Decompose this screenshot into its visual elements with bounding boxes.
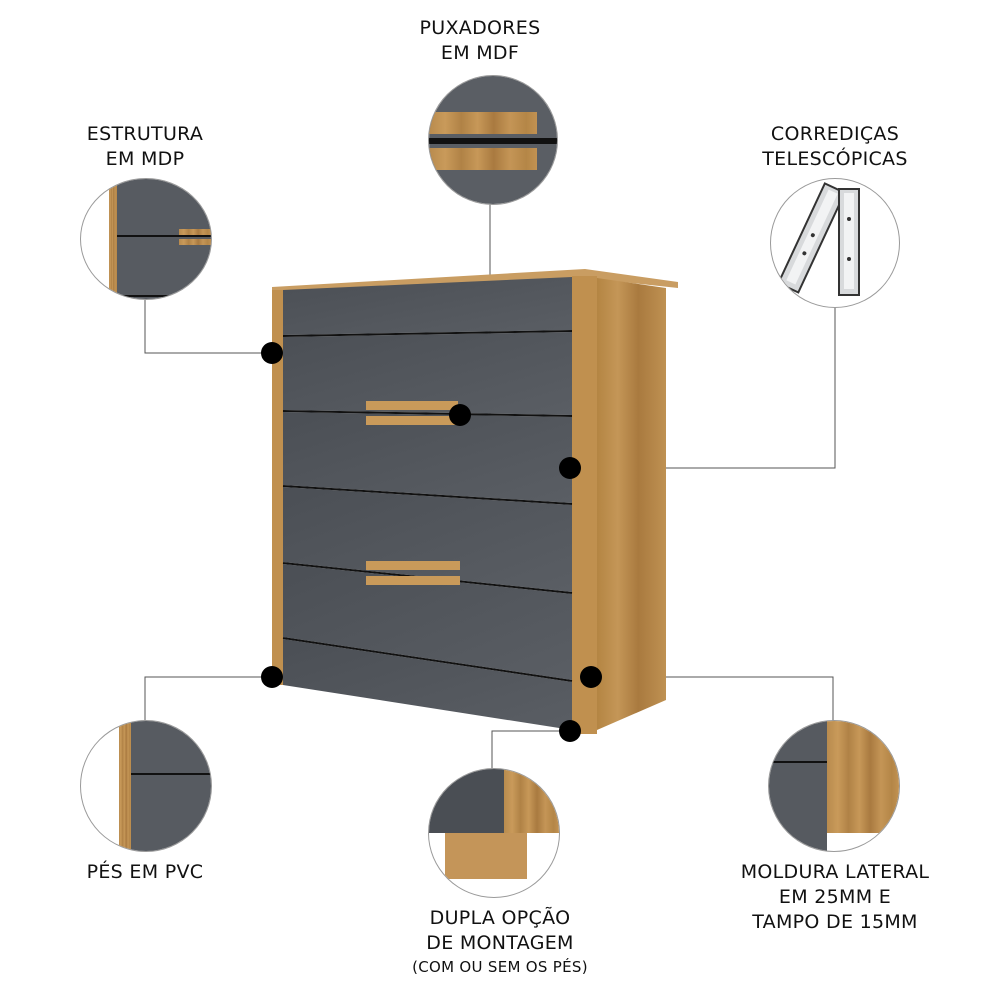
detail-estrutura (80, 178, 212, 300)
detail-moldura (768, 720, 900, 852)
dresser-image (272, 269, 678, 734)
hotspot-moldura[interactable] (580, 666, 602, 688)
label-puxadores: PUXADORES EM MDF (419, 17, 541, 64)
handle-bottom (429, 148, 537, 170)
hotspot-dupla[interactable] (559, 720, 581, 742)
hotspot-estrutura[interactable] (261, 342, 283, 364)
detail-corredicas (770, 178, 900, 308)
detail-dupla (428, 768, 560, 898)
detail-puxadores (428, 75, 558, 205)
hotspot-corredicas[interactable] (559, 457, 581, 479)
label-pes: PÉS EM PVC (86, 861, 204, 883)
hotspot-pes[interactable] (261, 666, 283, 688)
label-estrutura: ESTRUTURA EM MDP (86, 123, 204, 170)
hotspot-puxadores[interactable] (449, 404, 471, 426)
detail-pes (80, 720, 212, 852)
label-corredicas: CORREDIÇAS TELESCÓPICAS (762, 123, 908, 170)
handle-top (429, 112, 537, 134)
label-dupla: DUPLA OPÇÃO DE MONTAGEM (COM OU SEM OS P… (412, 907, 588, 976)
label-moldura: MOLDURA LATERAL EM 25MM E TAMPO DE 15MM (740, 861, 930, 933)
